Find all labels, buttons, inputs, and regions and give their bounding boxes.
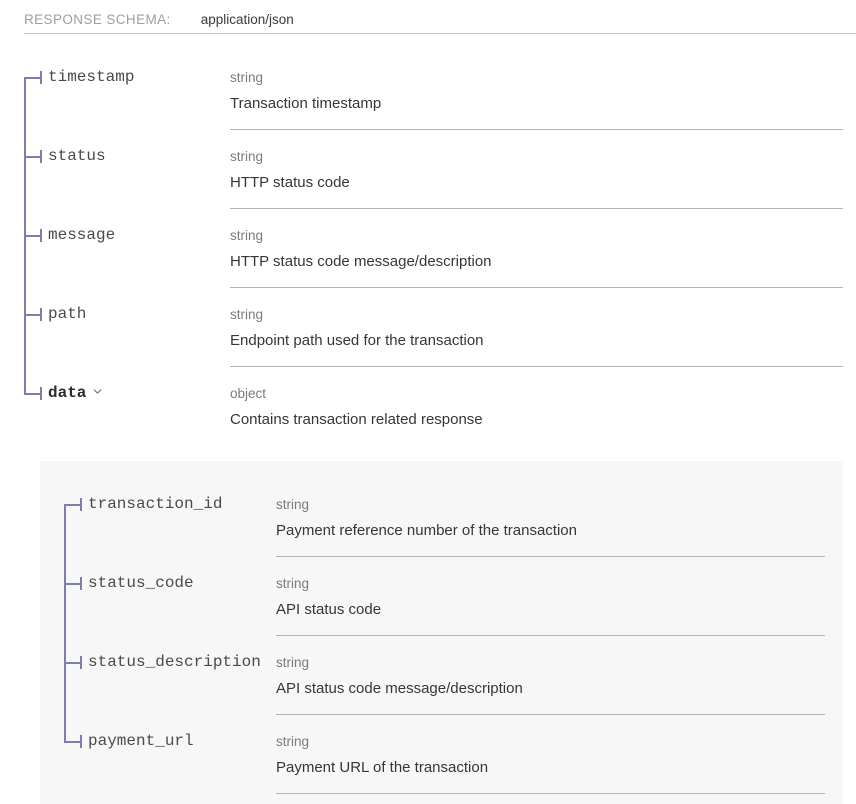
field-type: string (276, 576, 310, 591)
field-description: API status code (276, 601, 382, 618)
field-name: message (48, 226, 116, 244)
field-row-transaction-id: transaction_id string Payment reference … (64, 491, 825, 570)
field-name: data (48, 384, 87, 402)
field-description: HTTP status code message/description (230, 253, 492, 270)
field-row-data: data object Contains transaction related… (24, 380, 843, 438)
field-type: string (230, 307, 264, 322)
field-row-status: status string HTTP status code (24, 143, 843, 222)
field-row-path: path string Endpoint path used for the t… (24, 301, 843, 380)
content-type-value: application/json (200, 12, 294, 27)
schema-field-list: timestamp string Transaction timestamp s… (24, 64, 843, 438)
chevron-down-icon[interactable] (91, 385, 104, 398)
data-object-panel: transaction_id string Payment reference … (40, 461, 843, 804)
tree-connector (64, 649, 88, 728)
field-type: string (230, 70, 264, 85)
field-separator (276, 793, 825, 794)
field-row-timestamp: timestamp string Transaction timestamp (24, 64, 843, 143)
field-name: status (48, 147, 106, 165)
field-description: Contains transaction related response (230, 411, 483, 428)
field-description: API status code message/description (276, 680, 523, 697)
field-separator (276, 714, 825, 715)
field-row-status-code: status_code string API status code (64, 570, 825, 649)
field-description: Endpoint path used for the transaction (230, 332, 484, 349)
tree-connector (64, 570, 88, 649)
field-name: path (48, 305, 87, 323)
tree-connector (64, 728, 88, 804)
field-type: string (230, 228, 264, 243)
tree-connector (24, 64, 48, 143)
field-separator (276, 556, 825, 557)
field-separator (230, 208, 843, 209)
field-name: status_code (88, 574, 194, 592)
field-separator (230, 129, 843, 130)
field-type: object (230, 386, 267, 401)
field-row-status-description: status_description string API status cod… (64, 649, 825, 728)
field-row-message: message string HTTP status code message/… (24, 222, 843, 301)
field-type: string (276, 497, 310, 512)
field-description: Payment URL of the transaction (276, 759, 489, 776)
field-name: transaction_id (88, 495, 223, 513)
tree-connector (24, 143, 48, 222)
field-type: string (276, 655, 310, 670)
field-separator (230, 287, 843, 288)
field-name: timestamp (48, 68, 135, 86)
data-expand-toggle[interactable]: data (48, 380, 230, 438)
field-description: HTTP status code (230, 174, 350, 191)
response-schema-header: RESPONSE SCHEMA: application/json (24, 0, 856, 34)
field-separator (230, 366, 843, 367)
tree-connector (24, 222, 48, 301)
field-type: string (276, 734, 310, 749)
field-name: status_description (88, 653, 261, 671)
field-type: string (230, 149, 264, 164)
tree-connector (24, 301, 48, 380)
field-name: payment_url (88, 732, 194, 750)
field-separator (276, 635, 825, 636)
field-description: Payment reference number of the transact… (276, 522, 577, 539)
field-description: Transaction timestamp (230, 95, 382, 112)
tree-connector (64, 491, 88, 570)
response-schema-label: RESPONSE SCHEMA: (24, 12, 171, 27)
tree-connector (24, 380, 48, 438)
field-row-payment-url: payment_url string Payment URL of the tr… (64, 728, 825, 804)
